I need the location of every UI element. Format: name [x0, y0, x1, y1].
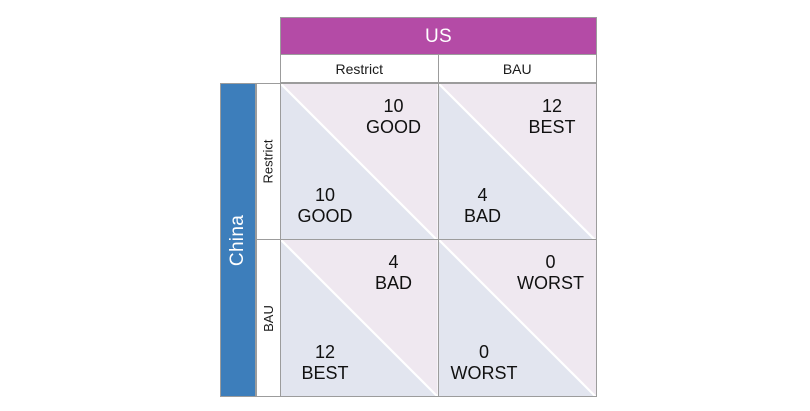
us-payoff-value: 12 [541, 96, 563, 116]
us-payoff-rating: GOOD [365, 117, 421, 138]
column-player-band: US [280, 17, 597, 55]
china-payoff-restrict-restrict: 10 GOOD [293, 185, 357, 227]
us-payoff-rating: BAD [374, 273, 412, 294]
payoff-cell-bau-restrict: 4 BAD 12 BEST [280, 240, 439, 397]
row-header-restrict-label: Restrict [261, 139, 276, 184]
row-strategy-header-column: Restrict BAU [256, 83, 280, 397]
us-payoff-value: 4 [388, 252, 399, 272]
us-payoff-restrict-restrict: 10 GOOD [362, 96, 426, 138]
us-payoff-bau-bau: 0 WORST [517, 252, 584, 294]
china-payoff-value: 4 [477, 184, 488, 205]
row-header-bau-label: BAU [261, 304, 277, 332]
china-payoff-restrict-bau: 4 BAD [451, 185, 515, 227]
us-payoff-value: 10 [383, 96, 404, 116]
us-payoff-rating: WORST [517, 273, 584, 294]
china-payoff-value: 0 [478, 341, 489, 362]
row-header-bau: BAU [256, 240, 280, 397]
column-player-label: US [425, 25, 452, 47]
row-player-band: China [220, 83, 256, 397]
china-payoff-value: 12 [314, 341, 336, 362]
china-payoff-bau-bau: 0 WORST [451, 342, 518, 384]
us-payoff-value: 0 [545, 252, 556, 272]
china-payoff-value: 10 [314, 184, 336, 205]
row-header-restrict: Restrict [256, 83, 280, 240]
column-strategy-header-row: Restrict BAU [280, 55, 597, 83]
payoff-cell-restrict-bau: 12 BEST 4 BAD [438, 83, 597, 240]
us-payoff-restrict-bau: 12 BEST [520, 96, 584, 138]
china-payoff-rating: BEST [301, 362, 349, 383]
column-header-bau: BAU [438, 55, 597, 83]
payoff-cell-bau-bau: 0 WORST 0 WORST [438, 240, 597, 397]
china-payoff-rating: GOOD [297, 205, 353, 226]
column-header-restrict: Restrict [280, 55, 439, 83]
row-player-label: China [227, 214, 249, 266]
payoff-cell-grid: 10 GOOD 10 GOOD 12 BEST 4 BAD [280, 83, 597, 397]
us-payoff-rating: BEST [528, 117, 576, 138]
us-payoff-bau-restrict: 4 BAD [362, 252, 426, 294]
china-payoff-bau-restrict: 12 BEST [293, 342, 357, 384]
china-payoff-rating: WORST [450, 362, 518, 383]
payoff-cell-restrict-restrict: 10 GOOD 10 GOOD [280, 83, 439, 240]
china-payoff-rating: BAD [463, 205, 501, 226]
